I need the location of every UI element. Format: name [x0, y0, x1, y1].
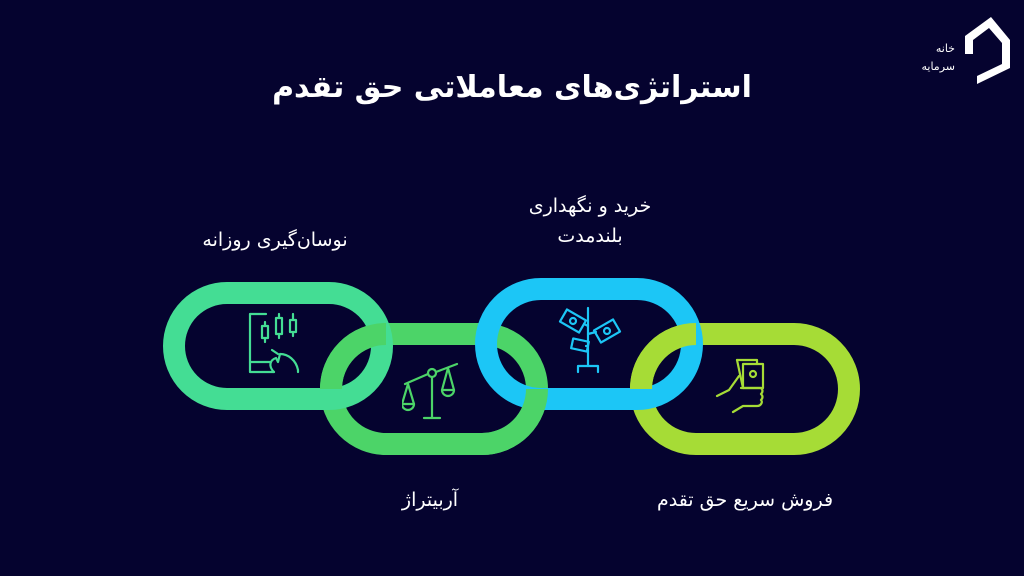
logo-text-line1: خانه — [935, 42, 955, 55]
logo-text-line2: سرمایه — [921, 60, 956, 73]
link-3-label-line2: بلندمدت — [557, 225, 623, 247]
chain-link-1 — [163, 282, 393, 410]
link-3-label-line1: خرید و نگهداری — [528, 195, 652, 217]
house-logo-icon — [965, 17, 1010, 84]
link-1-label: نوسان‌گیری روزانه — [202, 229, 348, 251]
money-plant-icon — [558, 306, 622, 374]
mobile-candlestick-chart-icon — [248, 312, 300, 374]
link-4-label: فروش سریع حق تقدم — [656, 489, 834, 511]
page-title: استراتژی‌های معاملاتی حق تقدم — [272, 70, 752, 105]
link-2-label: آربیتراژ — [401, 489, 459, 511]
brand-logo: خانه سرمایه — [895, 12, 1015, 92]
hand-holding-cash-icon — [715, 358, 765, 414]
balance-scale-icon — [402, 362, 459, 420]
